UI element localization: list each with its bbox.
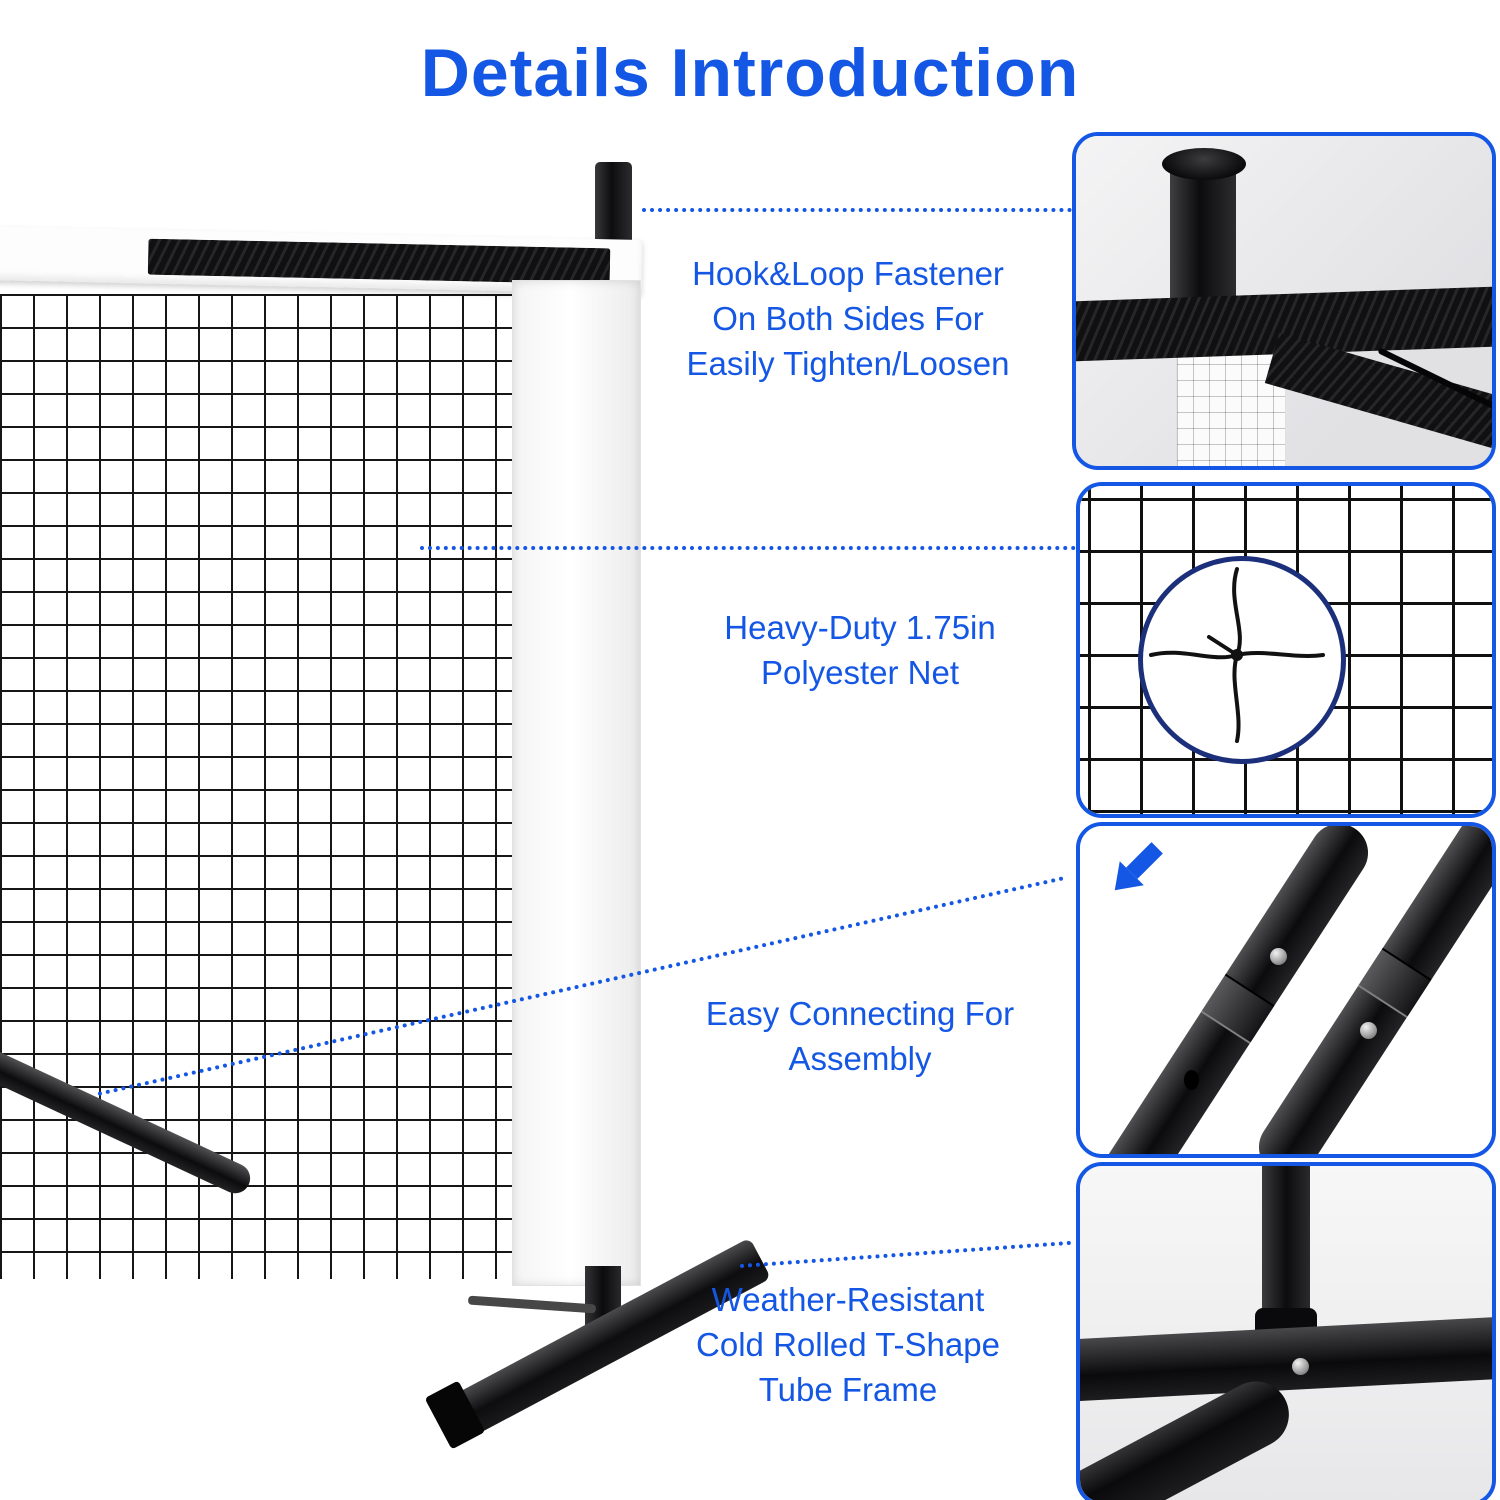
inset-pole-connection <box>1076 822 1496 1158</box>
leader-line-hook-loop <box>642 208 1072 212</box>
callout-line: Tube Frame <box>758 1370 938 1408</box>
callout-line: On Both Sides For <box>712 299 984 337</box>
leader-line-frame <box>739 1240 1072 1268</box>
magnifier-circle <box>1138 556 1346 764</box>
callout-line: Hook&Loop Fastener <box>692 255 1004 292</box>
callout-hook-loop-fastener: Hook&Loop Fastener On Both Sides For Eas… <box>636 252 1060 387</box>
screw-icon <box>1360 1022 1377 1039</box>
callout-line: Easy Connecting For <box>705 995 1015 1032</box>
inset-t-shape-base <box>1076 1162 1496 1500</box>
net-side-band <box>512 280 641 1286</box>
adjustment-hole <box>1184 1070 1199 1090</box>
base-upright-pole <box>1262 1166 1310 1334</box>
screw-icon <box>1270 948 1287 965</box>
inset-polyester-net <box>1076 482 1496 818</box>
callout-line: Heavy-Duty 1.75in <box>724 609 996 646</box>
callout-line: Cold Rolled T-Shape <box>696 1325 1000 1363</box>
net-top-strap <box>147 238 611 285</box>
page-title: Details Introduction <box>420 35 1080 111</box>
callout-line: Polyester Net <box>760 653 960 691</box>
inset-hook-loop-fastener <box>1072 132 1496 470</box>
callout-line: Easily Tighten/Loosen <box>686 344 1010 382</box>
pole-detail <box>1170 162 1236 312</box>
callout-line: Assembly <box>788 1039 932 1077</box>
callout-line: Weather-Resistant <box>711 1281 985 1318</box>
screw-icon <box>1292 1358 1309 1375</box>
net-knot-drawing <box>1149 567 1325 743</box>
net-mesh <box>0 294 516 1279</box>
callout-easy-connecting: Easy Connecting For Assembly <box>660 992 1060 1082</box>
pole-cap-detail <box>1162 148 1246 180</box>
callout-tube-frame: Weather-Resistant Cold Rolled T-Shape Tu… <box>636 1278 1060 1413</box>
base-connector-rod <box>467 1295 597 1314</box>
callout-polyester-net: Heavy-Duty 1.75in Polyester Net <box>660 606 1060 696</box>
leader-line-net <box>420 546 1076 550</box>
